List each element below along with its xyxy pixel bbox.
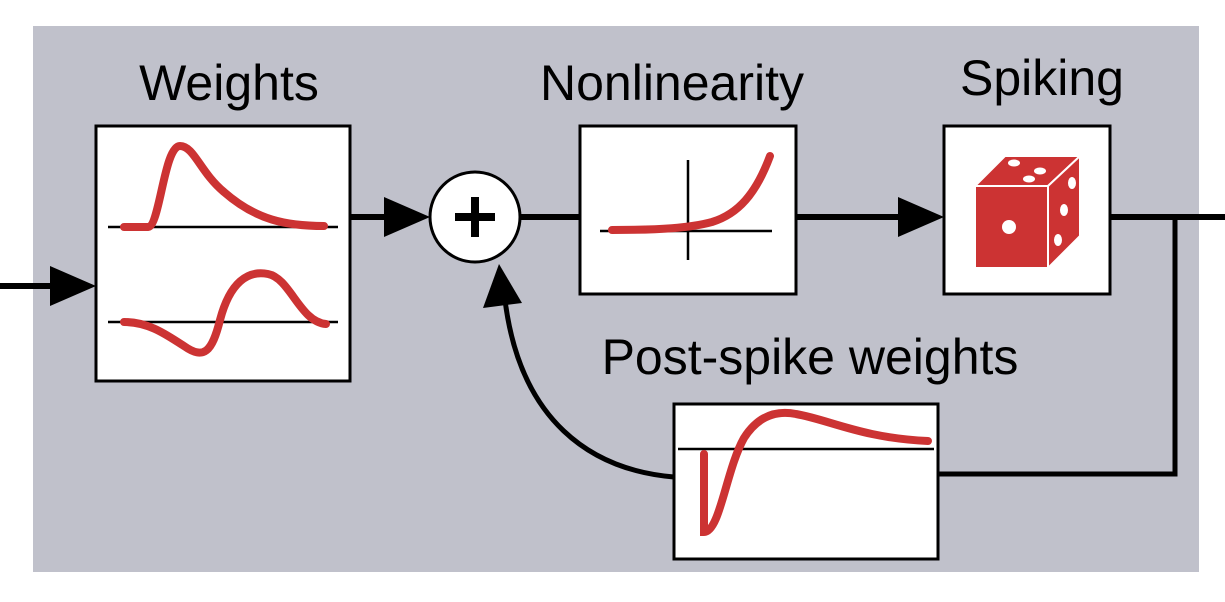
feedback-curve xyxy=(502,299,675,480)
weights-bottom-curve xyxy=(120,269,330,357)
feedback-path xyxy=(938,217,1178,477)
sum-node xyxy=(428,170,522,264)
nonlinearity-block xyxy=(578,124,798,296)
spiking-block xyxy=(942,124,1112,296)
weights-to-sum-arrow xyxy=(384,197,430,237)
weights-label: Weights xyxy=(139,55,319,111)
die-icon xyxy=(972,153,1083,271)
weights-top-curve xyxy=(120,141,328,231)
nonlinearity-to-spiking-arrow xyxy=(898,197,944,237)
post-spike-box xyxy=(672,402,940,561)
nonlinearity-curve xyxy=(608,152,774,234)
nonlinearity-label: Nonlinearity xyxy=(540,55,804,111)
feedback-arrowhead xyxy=(483,264,522,308)
weights-block xyxy=(94,124,352,383)
spiking-label: Spiking xyxy=(960,50,1124,106)
input-arrow xyxy=(50,266,96,306)
post-spike-curve xyxy=(700,408,932,537)
post-spike-weights-label: Post-spike weights xyxy=(602,329,1019,385)
weights-box xyxy=(94,124,352,383)
post-spike-block xyxy=(672,402,940,561)
